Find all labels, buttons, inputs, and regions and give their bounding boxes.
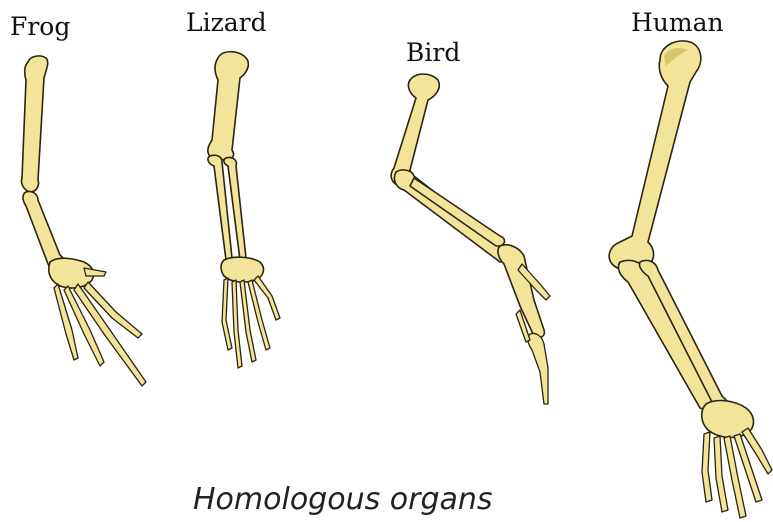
bird-humerus: [391, 74, 439, 186]
human-radius: [639, 260, 730, 412]
human-humerus: [609, 41, 701, 272]
human-digit-1: [702, 432, 712, 502]
lizard-humerus: [208, 52, 249, 160]
human-ulna: [618, 260, 713, 410]
bird-digit-main: [528, 333, 548, 404]
bird-radius: [410, 178, 505, 246]
frog-forelimb: [21, 56, 146, 386]
bird-label: Bird: [406, 38, 460, 67]
frog-humerus: [21, 56, 47, 192]
lizard-digit-2: [232, 280, 242, 368]
lizard-forelimb: [208, 52, 280, 368]
lizard-digit-1: [222, 278, 232, 350]
figure-caption: Homologous organs: [193, 482, 493, 517]
bird-forelimb: [391, 74, 550, 404]
lizard-label: Lizard: [186, 8, 267, 37]
human-label: Human: [631, 8, 724, 37]
human-forelimb: [609, 41, 772, 518]
frog-label: Frog: [10, 12, 70, 41]
frog-radioulna: [23, 191, 64, 268]
